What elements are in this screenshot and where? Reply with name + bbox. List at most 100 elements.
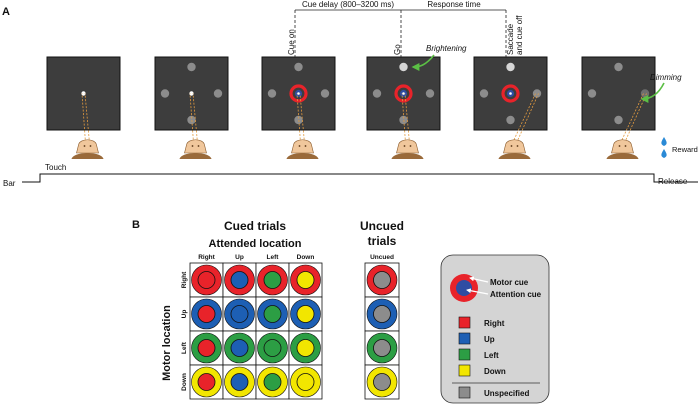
fixation-point — [189, 91, 194, 96]
gaze-line — [401, 93, 406, 144]
response-time-label: Response time — [427, 0, 481, 9]
cue-cell-up-left — [255, 296, 290, 332]
uncued-title-1: Uncued — [360, 219, 404, 233]
attention-cue-disk — [263, 305, 282, 323]
gaze-line — [299, 93, 305, 144]
motor-location-axis: Motor location — [161, 305, 173, 381]
cue-cell-right-left — [255, 262, 290, 298]
legend-swatch-unspecified — [458, 386, 471, 399]
uncued-column-label: Uncued — [370, 254, 394, 261]
motor-cue-ring — [394, 84, 413, 103]
legend-label-unspecified: Unspecified — [484, 389, 529, 398]
bar-label: Bar — [3, 179, 16, 188]
legend-attention-arrow — [466, 288, 489, 295]
target-dot — [614, 115, 623, 125]
gaze-line — [192, 93, 198, 144]
legend: Motor cue Attention cue RightUpLeftDownU… — [440, 254, 550, 404]
cue-cell-down-up — [222, 364, 257, 400]
attended-column-label: Right — [198, 254, 215, 261]
legend-label-left: Left — [484, 351, 499, 360]
unspecified-cue-disk — [373, 305, 391, 323]
legend-label-down: Down — [484, 367, 506, 376]
attention-cue-disk — [263, 271, 282, 289]
cue-on-label: Cue on — [287, 29, 296, 55]
go-label: Go — [393, 44, 402, 55]
target-dot — [614, 62, 623, 72]
cue-cell-left-down — [288, 330, 323, 366]
motor-row-label: Up — [181, 310, 188, 319]
cue-cell-up-right — [189, 296, 224, 332]
task-screen-3 — [261, 56, 336, 160]
motor-cue-ring — [289, 84, 308, 103]
cue-cell-left-up — [222, 330, 257, 366]
legend-attention-cue-label: Attention cue — [490, 290, 542, 299]
gaze-line — [84, 93, 90, 144]
uncued-title-2: trials — [368, 234, 397, 248]
legend-swatch-right — [458, 316, 471, 329]
fixation-point — [297, 92, 300, 95]
motor-row-label: Left — [181, 341, 188, 354]
panel-a-label: A — [2, 6, 10, 18]
monkey-head-icon — [179, 139, 212, 160]
task-screen-6 — [581, 56, 656, 160]
unspecified-cue-disk — [373, 339, 391, 357]
saccade-label-1: Saccade — [506, 23, 515, 55]
uncued-cell-down — [364, 364, 400, 400]
task-screen-1 — [46, 56, 121, 160]
target-dot — [587, 89, 597, 98]
legend-swatch-left — [458, 348, 471, 361]
attention-cue-disk — [197, 305, 216, 323]
attention-cue-disk — [296, 271, 315, 289]
dimming-label: Dimming — [650, 73, 682, 82]
motor-cue-ring — [501, 84, 520, 103]
task-screen-4 — [366, 56, 441, 160]
attended-column-label: Down — [297, 254, 315, 261]
monkey-head-icon — [391, 139, 424, 160]
target-dot — [399, 62, 408, 72]
task-screen-5 — [473, 56, 548, 160]
monkey-head-icon — [71, 139, 104, 160]
reward-label: Reward — [672, 145, 698, 154]
unspecified-cue-disk — [373, 373, 391, 391]
attention-cue-disk — [230, 271, 249, 289]
uncued-cell-up — [364, 296, 400, 332]
legend-swatch-down — [458, 364, 471, 377]
target-dot — [372, 89, 382, 98]
cue-cell-up-down — [288, 296, 323, 332]
gaze-line — [81, 93, 86, 144]
target-dot — [506, 62, 515, 72]
attention-cue-disk — [296, 373, 315, 391]
task-screen-2 — [154, 56, 229, 160]
dimming-arrow — [640, 82, 665, 103]
cue-cell-right-right — [189, 262, 224, 298]
attention-cue-disk — [197, 271, 216, 289]
legend-swatch-up — [458, 332, 471, 345]
fixation-point — [81, 91, 86, 96]
touch-label: Touch — [45, 163, 66, 172]
uncued-cell-right — [364, 262, 400, 298]
target-dot — [506, 115, 515, 125]
cue-cell-up-up — [222, 296, 257, 332]
monkey-head-icon — [286, 139, 319, 160]
fixation-point — [509, 92, 512, 95]
bar-trace — [22, 173, 698, 183]
attention-cue-disk — [296, 305, 315, 323]
cue-cell-right-down — [288, 262, 323, 298]
target-dot — [294, 62, 303, 72]
attention-cue-disk — [263, 373, 282, 391]
gaze-line — [189, 93, 194, 144]
cue-delay-label: Cue delay (800–3200 ms) — [302, 0, 394, 9]
unspecified-cue-disk — [373, 271, 391, 289]
target-dot — [425, 89, 435, 98]
cue-cell-down-right — [189, 364, 224, 400]
target-dot — [320, 89, 330, 98]
motor-row-label: Down — [181, 373, 188, 391]
timeline-brackets — [294, 9, 507, 57]
target-dot — [532, 89, 542, 98]
target-dot — [187, 115, 196, 125]
legend-attention-cue-disk — [456, 280, 472, 296]
cued-title: Cued trials — [224, 219, 286, 233]
target-dot — [160, 89, 170, 98]
